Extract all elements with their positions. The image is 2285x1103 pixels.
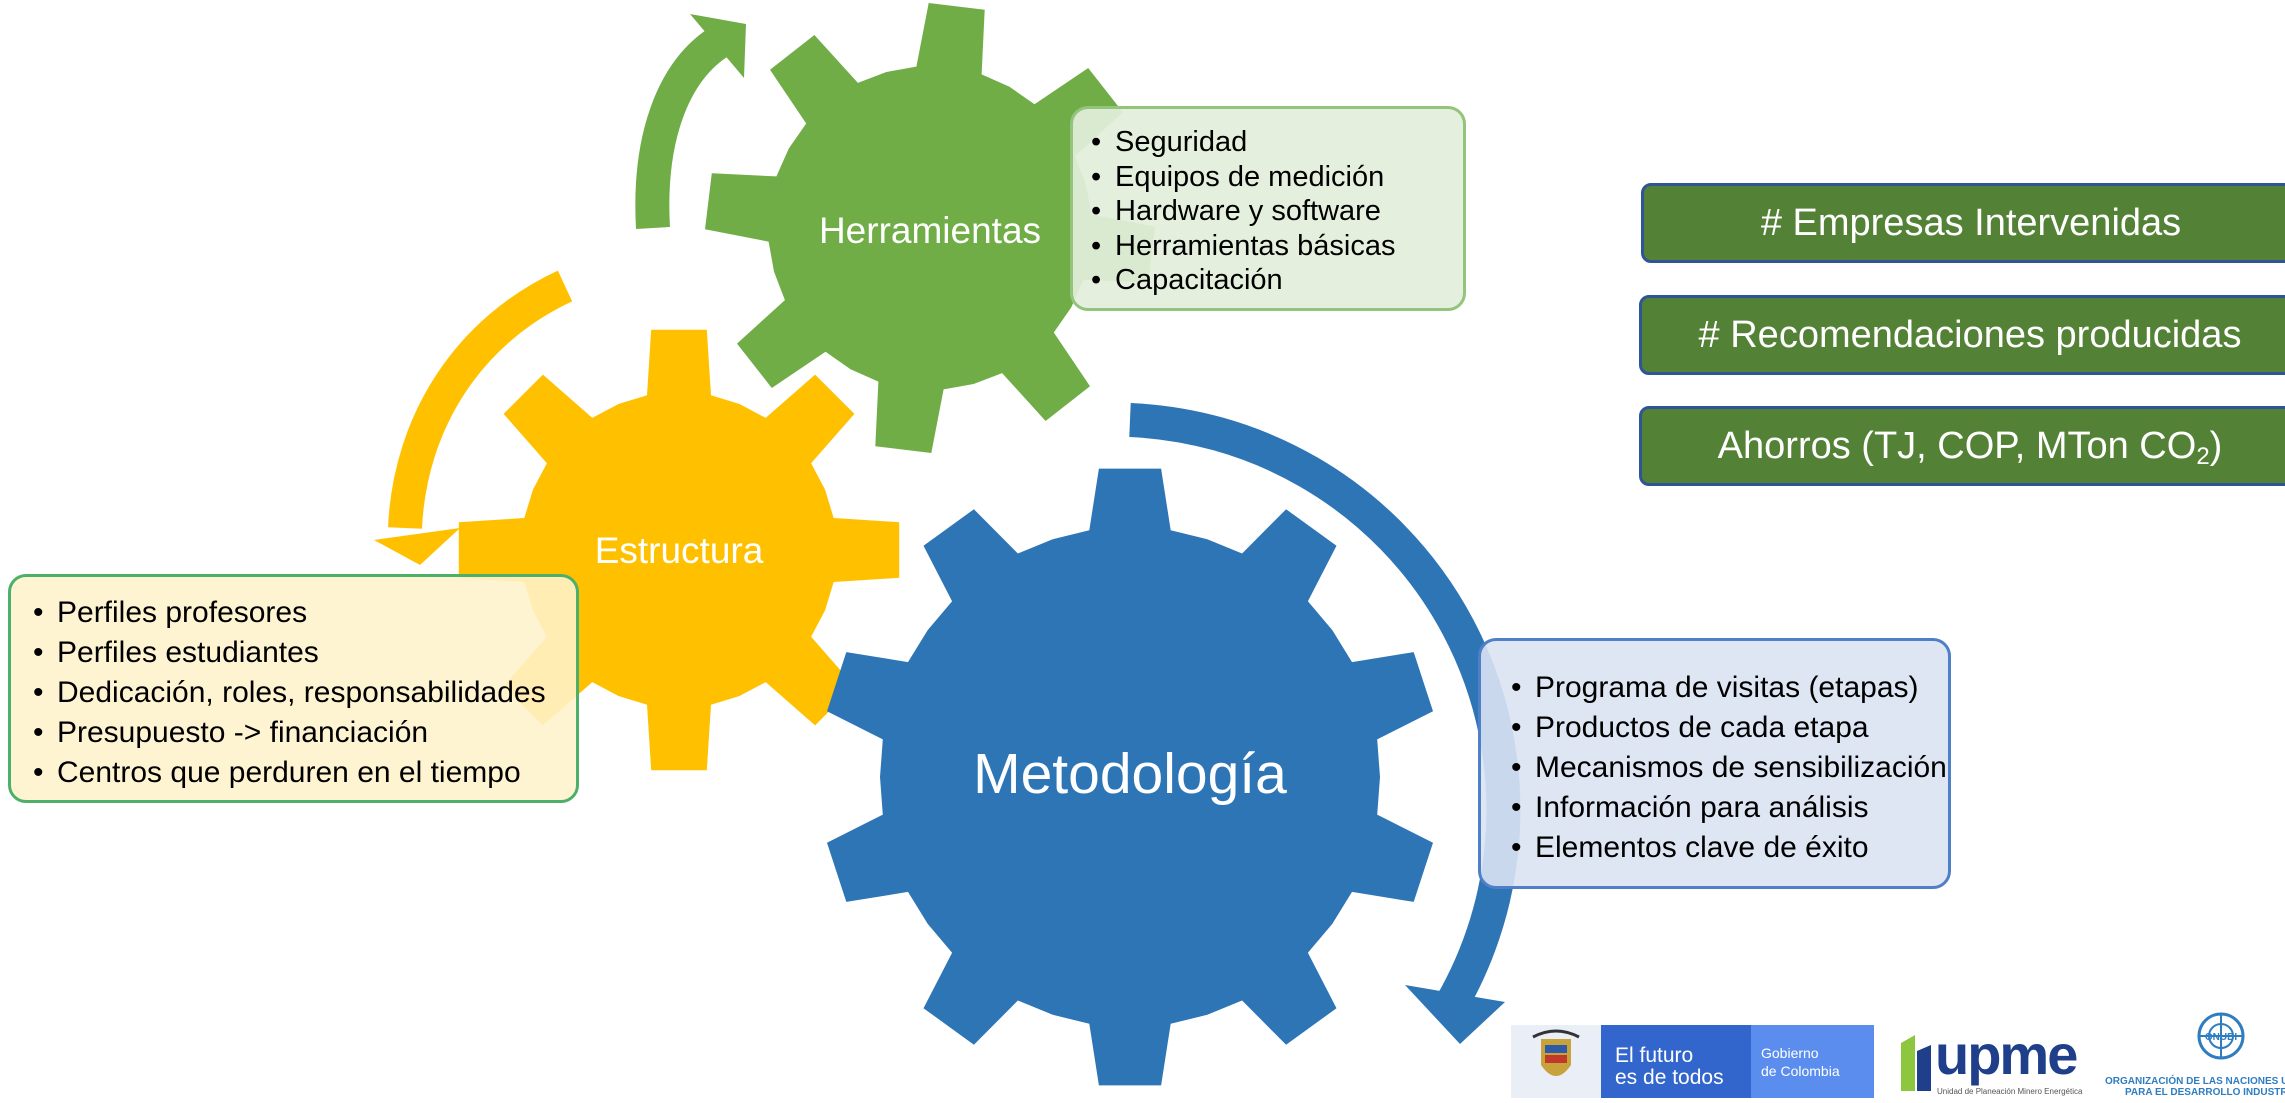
list-item: •Perfiles profesores [33, 596, 308, 629]
logo-text-line: de Colombia [1761, 1063, 1840, 1079]
green-cycle-arrow [635, 25, 732, 229]
list-item: •Productos de cada etapa [1511, 711, 1869, 744]
gobierno-de-colombia: Gobierno de Colombia [1751, 1025, 1874, 1098]
metodologia-gear [827, 468, 1433, 1086]
list-item: •Mecanismos de sensibilización [1511, 751, 1947, 784]
herramientas-details-box: •Seguridad •Equipos de medición •Hardwar… [1070, 106, 1466, 311]
list-item: •Herramientas básicas [1091, 229, 1396, 262]
gobierno-colombia-logo: El futuro es de todos Gobierno de Colomb… [1511, 1025, 1874, 1098]
yellow-cycle-arrow [388, 270, 573, 529]
metodologia-details-box: •Programa de visitas (etapas) •Productos… [1478, 638, 1951, 889]
list-item: •Equipos de medición [1091, 160, 1385, 193]
upme-mark-icon [1901, 1035, 1931, 1091]
list-item: •Elementos clave de éxito [1511, 831, 1869, 864]
blue-arrowhead-icon [1405, 985, 1505, 1044]
list-item: •Presupuesto -> financiación [33, 716, 429, 749]
yellow-arrowhead-icon [374, 528, 460, 565]
el-futuro-es-de-todos: El futuro es de todos [1601, 1025, 1751, 1098]
list-item: •Perfiles estudiantes [33, 636, 319, 669]
kpi-ahorros: Ahorros (TJ, COP, MTon CO2) [1639, 406, 2285, 486]
blue-cycle-arrow [1129, 403, 1521, 1024]
list-item: •Capacitación [1091, 264, 1283, 296]
herramientas-list: •Seguridad •Equipos de medición •Hardwar… [1091, 125, 1445, 298]
logo-text-line: Gobierno [1761, 1045, 1819, 1061]
upme-tagline: Unidad de Planeación Minero Energética [1937, 1087, 2083, 1096]
list-item: •Seguridad [1091, 126, 1248, 158]
onudi-logo: ONUDI ORGANIZACIÓN DE LAS NACIONES UNIDA… [2105, 1010, 2285, 1098]
estructura-details-box: •Perfiles profesores •Perfiles estudiant… [8, 574, 579, 803]
estructura-label: Estructura [595, 530, 764, 571]
list-item: •Hardware y software [1091, 195, 1381, 227]
logo-text-line: es de todos [1615, 1066, 1724, 1089]
list-item: •Información para análisis [1511, 791, 1869, 824]
metodologia-list: •Programa de visitas (etapas) •Productos… [1511, 668, 1947, 868]
onudi-name: ORGANIZACIÓN DE LAS NACIONES UNIDAS PARA… [2105, 1076, 2285, 1098]
kpi-empresas-intervenidas: # Empresas Intervenidas [1641, 183, 2285, 263]
estructura-list: •Perfiles profesores •Perfiles estudiant… [33, 593, 554, 793]
upme-wordmark: upme [1935, 1023, 2078, 1086]
herramientas-label: Herramientas [819, 210, 1041, 251]
green-arrowhead-icon [690, 14, 746, 78]
metodologia-label: Metodología [973, 742, 1287, 806]
logo-text-line: El futuro [1615, 1044, 1694, 1067]
list-item: •Centros que perduren en el tiempo [33, 756, 521, 789]
upme-logo: upme Unidad de Planeación Minero Energét… [1893, 1025, 2082, 1098]
kpi-recomendaciones-producidas: # Recomendaciones producidas [1639, 295, 2285, 375]
un-emblem-icon: ONUDI [2197, 1012, 2245, 1060]
coat-of-arms-icon [1511, 1025, 1601, 1098]
list-item: •Dedicación, roles, responsabilidades [33, 676, 546, 709]
list-item: •Programa de visitas (etapas) [1511, 671, 1919, 704]
herramientas-gear [705, 3, 1155, 453]
svg-text:ONUDI: ONUDI [2205, 1032, 2237, 1043]
